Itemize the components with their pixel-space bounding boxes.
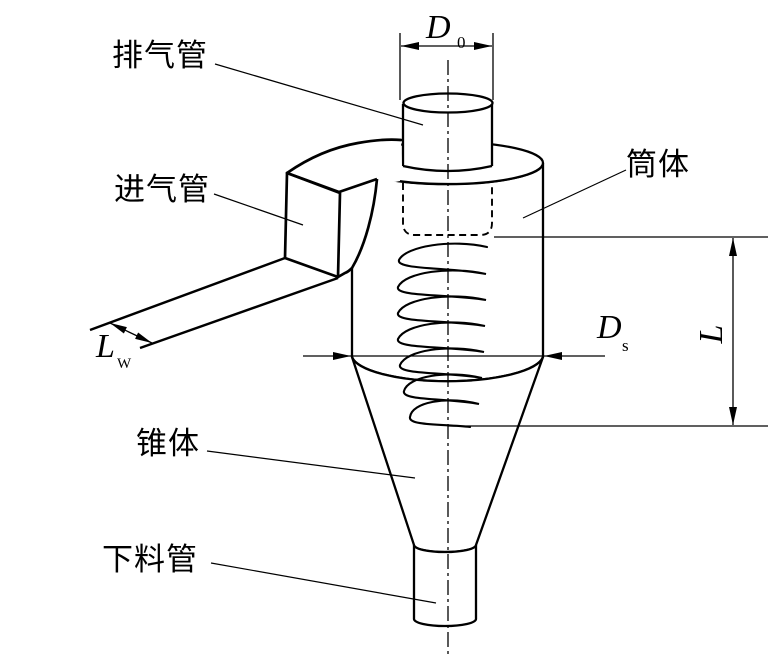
label-cylinder-body: 筒体 (626, 147, 690, 182)
dimension-lw (109, 322, 153, 344)
discharge-pipe (412, 544, 478, 628)
exhaust-pipe-hidden-dashed (402, 183, 493, 236)
duct-wrap-edge (337, 178, 379, 279)
ds-arrow-right (544, 352, 562, 360)
lw-arrow-lower (135, 332, 152, 343)
exhaust-pipe-fill (403, 103, 492, 171)
duct-top-front-edge (286, 171, 378, 194)
leader-discharge-pipe (210, 562, 437, 604)
d0-arrow-right (474, 42, 492, 50)
lw-arrow-upper (110, 323, 127, 334)
dimension-ds (303, 352, 605, 360)
leader-exhaust-pipe (214, 63, 424, 126)
dim-text-lw-sub: W (117, 356, 132, 372)
leader-cone (206, 450, 416, 479)
dim-text-d0: D (425, 9, 451, 46)
l-arrow-top (729, 238, 737, 256)
duct-bottom-face-fill (90, 258, 338, 348)
dimension-d0 (399, 33, 494, 100)
leader-cylinder-body (522, 169, 627, 219)
dimension-l (448, 236, 768, 427)
label-exhaust-pipe: 排气管 (112, 38, 208, 73)
d0-extension-lines (399, 33, 494, 100)
exhaust-pipe (401, 92, 494, 173)
duct-bottom-edges (89, 256, 339, 350)
ds-arrow-left (333, 352, 351, 360)
l-extension-lines (448, 236, 768, 427)
inlet-duct (89, 138, 403, 350)
duct-wrap-fill (337, 179, 377, 277)
d0-arrow-left (401, 42, 419, 50)
dim-text-l: L (693, 325, 730, 345)
dim-text-ds: D (596, 309, 622, 346)
leader-inlet-pipe (213, 193, 304, 226)
label-cone: 锥体 (136, 426, 200, 461)
duct-top-rear-edge (285, 138, 403, 175)
label-inlet-pipe: 进气管 (114, 172, 210, 207)
l-arrow-bottom (729, 407, 737, 425)
dim-text-d0-sub: 0 (457, 33, 466, 52)
label-discharge-pipe: 下料管 (102, 542, 198, 577)
vortex-spiral (396, 242, 489, 429)
leader-lines (206, 63, 627, 604)
dim-text-lw: L (95, 328, 115, 365)
discharge-pipe-outline (412, 544, 478, 628)
dim-text-ds-sub: s (622, 336, 629, 355)
